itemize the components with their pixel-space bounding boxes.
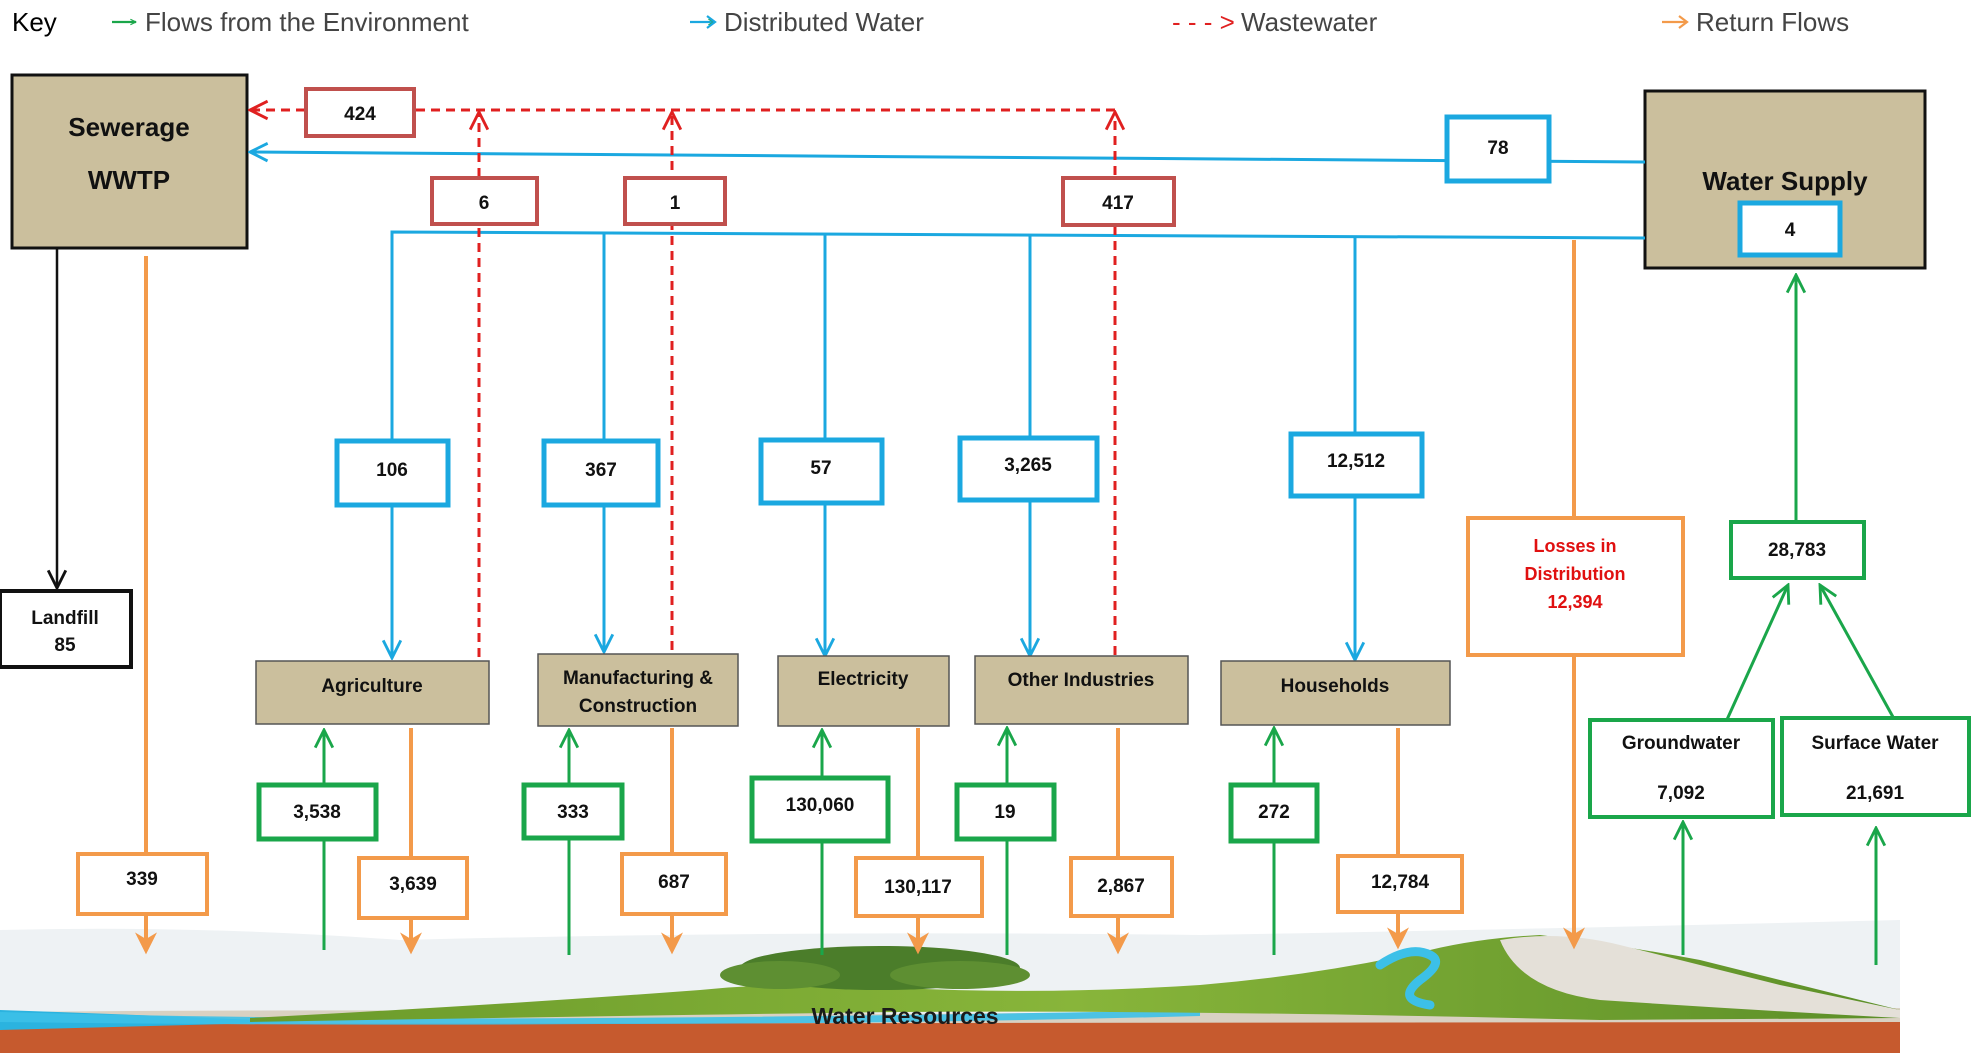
sector-electricity: Electricity bbox=[777, 655, 950, 727]
legend-title: Key bbox=[12, 7, 57, 37]
losses-box: Losses in Distribution 12,394 bbox=[1466, 516, 1685, 657]
red-dashed-arrow-icon: - - - > bbox=[1172, 7, 1235, 37]
surface-water-to-supply-line bbox=[1820, 585, 1895, 718]
sector-manufacturing-label-line1: Manufacturing & bbox=[563, 668, 713, 689]
wastewater-agriculture-value: 6 bbox=[479, 193, 490, 214]
orange-arrowhead-icon bbox=[1678, 15, 1689, 29]
blue-arrowhead-icon bbox=[706, 15, 717, 29]
wwtp-label: WWTP bbox=[88, 165, 170, 195]
sector-electricity-label: Electricity bbox=[818, 669, 909, 690]
return-households-value: 12,784 bbox=[1371, 872, 1430, 893]
supply-abstraction-box: 28,783 bbox=[1729, 520, 1866, 580]
supply-to-wwtp-value: 78 bbox=[1487, 138, 1508, 159]
losses-value: 12,394 bbox=[1547, 592, 1602, 612]
sewerage-label: Sewerage bbox=[68, 112, 189, 142]
return-electricity-value: 130,117 bbox=[884, 877, 952, 898]
abstraction-manufacturing-value: 333 bbox=[557, 802, 589, 823]
landfill-label: Landfill bbox=[31, 608, 99, 629]
losses-label-line2: Distribution bbox=[1525, 564, 1626, 584]
groundwater-label: Groundwater bbox=[1622, 733, 1741, 754]
abstraction-value-boxes: 3,538 333 130,060 19 272 bbox=[256, 775, 1320, 844]
water-supply-box: Water Supply 4 bbox=[1643, 89, 1927, 270]
legend: Key Flows from the Environment Distribut… bbox=[12, 7, 1849, 37]
surface-water-label: Surface Water bbox=[1811, 733, 1939, 754]
return-agriculture-value: 3,639 bbox=[389, 874, 437, 895]
wastewater-manufacturing-value: 1 bbox=[670, 193, 681, 214]
legend-environment: Flows from the Environment bbox=[112, 7, 469, 37]
return-other-industries-value: 2,867 bbox=[1097, 876, 1145, 897]
losses-label-line1: Losses in bbox=[1533, 536, 1616, 556]
supply-main-line bbox=[390, 230, 1646, 440]
landfill-value: 85 bbox=[54, 635, 76, 656]
landfill-box: Landfill 85 bbox=[0, 589, 133, 669]
legend-return-label: Return Flows bbox=[1696, 7, 1849, 37]
distributed-electricity-value: 57 bbox=[810, 458, 831, 479]
abstraction-other-industries-value: 19 bbox=[994, 802, 1015, 823]
sector-manufacturing: Manufacturing & Construction bbox=[537, 653, 739, 727]
distributed-manufacturing-value: 367 bbox=[585, 460, 617, 481]
sector-other-industries-label: Other Industries bbox=[1008, 670, 1155, 691]
groundwater-value: 7,092 bbox=[1657, 783, 1705, 804]
distributed-households-value: 12,512 bbox=[1327, 451, 1385, 472]
groundwater-to-supply-line bbox=[1723, 585, 1788, 725]
wastewater-other-industries-value: 417 bbox=[1102, 193, 1134, 214]
sector-households: Households bbox=[1220, 660, 1451, 726]
wastewater-total-value: 424 bbox=[344, 104, 376, 125]
sector-manufacturing-label-line2: Construction bbox=[579, 696, 697, 717]
sector-boxes: Agriculture Manufacturing & Construction… bbox=[255, 653, 1451, 727]
abstraction-electricity-value: 130,060 bbox=[786, 795, 855, 816]
legend-distributed: Distributed Water bbox=[690, 7, 924, 37]
groundwater-box: Groundwater 7,092 bbox=[1588, 718, 1775, 819]
water-resources-landscape: Water Resources bbox=[0, 920, 1900, 1053]
legend-environment-label: Flows from the Environment bbox=[145, 7, 469, 37]
distributed-agriculture-value: 106 bbox=[376, 460, 408, 481]
surface-water-box: Surface Water 21,691 bbox=[1780, 716, 1971, 817]
distributed-other-industries-value: 3,265 bbox=[1004, 455, 1052, 476]
abstraction-households-value: 272 bbox=[1258, 802, 1290, 823]
legend-wastewater: - - - > Wastewater bbox=[1172, 7, 1378, 37]
return-manufacturing-value: 687 bbox=[658, 872, 690, 893]
abstraction-agriculture-value: 3,538 bbox=[293, 802, 341, 823]
sewerage-wwtp-box: Sewerage WWTP bbox=[10, 73, 249, 250]
sector-other-industries: Other Industries bbox=[974, 655, 1189, 725]
sector-agriculture-label: Agriculture bbox=[321, 676, 422, 697]
water-supply-internal-value: 4 bbox=[1785, 220, 1796, 241]
supply-to-wwtp-line bbox=[250, 152, 1646, 164]
supply-to-wwtp-box: 78 bbox=[1444, 114, 1552, 184]
return-wwtp-value: 339 bbox=[126, 869, 158, 890]
water-resources-label: Water Resources bbox=[811, 1003, 998, 1029]
sector-households-label: Households bbox=[1281, 676, 1390, 697]
legend-return: Return Flows bbox=[1662, 7, 1849, 37]
distributed-value-boxes: 106 367 57 3,265 12,512 bbox=[334, 431, 1425, 508]
surface-water-value: 21,691 bbox=[1846, 783, 1905, 804]
return-value-boxes: 339 3,639 687 130,117 2,867 12,784 bbox=[76, 852, 1464, 920]
water-supply-label: Water Supply bbox=[1702, 166, 1868, 196]
wastewater-value-boxes: 424 6 1 417 bbox=[304, 87, 1176, 227]
legend-wastewater-label: Wastewater bbox=[1241, 7, 1378, 37]
distributed-water-flows bbox=[250, 152, 1646, 660]
legend-distributed-label: Distributed Water bbox=[724, 7, 924, 37]
sector-agriculture: Agriculture bbox=[255, 660, 490, 725]
supply-abstraction-value: 28,783 bbox=[1768, 540, 1826, 561]
